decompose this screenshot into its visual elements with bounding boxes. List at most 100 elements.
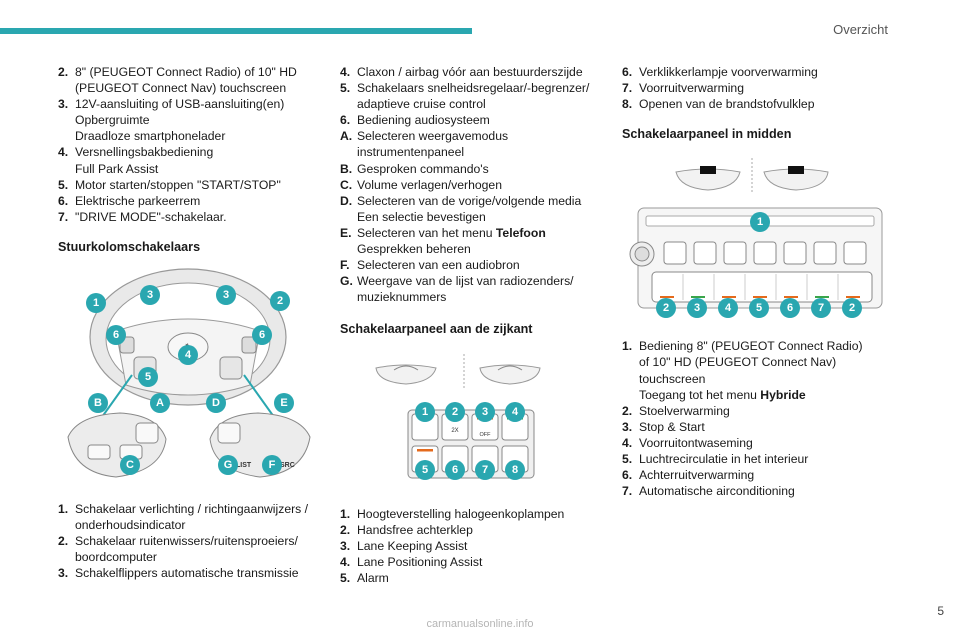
list-item: 2. Handsfree achterklep bbox=[340, 522, 610, 538]
callout-badge: 3 bbox=[140, 285, 160, 306]
item-number: 5. bbox=[340, 570, 351, 585]
callout-badge: 4 bbox=[178, 345, 198, 366]
item-line: Alarm bbox=[357, 570, 389, 585]
item-line: Volume verlagen/verhogen bbox=[357, 177, 502, 192]
off-label: OFF bbox=[480, 432, 492, 438]
item-line: Lane Keeping Assist bbox=[357, 538, 468, 553]
item-number: 2. bbox=[340, 522, 351, 537]
section-heading-steering: Stuurkolomschakelaars bbox=[58, 239, 201, 254]
item-line: Motor starten/stoppen "START/STOP" bbox=[75, 177, 281, 192]
item-number: 5. bbox=[622, 452, 633, 467]
item-line: Stoelverwarming bbox=[639, 403, 730, 418]
item-number: 6. bbox=[340, 113, 351, 128]
column-middle: 4. Claxon / airbag vóór aan bestuurderszi… bbox=[340, 64, 610, 586]
item-line: Verklikkerlampje voorverwarming bbox=[639, 65, 818, 79]
item-number: 3. bbox=[58, 97, 69, 112]
list-item: 1.Schakelaar verlichting / richtingaanwi… bbox=[58, 501, 326, 533]
item-line: (PEUGEOT Connect Nav) touchscreen bbox=[75, 81, 287, 96]
callout-badge: 8 bbox=[505, 459, 525, 480]
item-line: Bediening 8" (PEUGEOT Connect Radio) bbox=[639, 339, 863, 354]
callout-badge: 4 bbox=[505, 401, 525, 422]
item-number: G. bbox=[340, 274, 353, 289]
list-bottom: 1.Bediening 8" (PEUGEOT Connect Radio)of… bbox=[622, 338, 898, 499]
item-number: 3. bbox=[340, 538, 351, 553]
item-line: Luchtrecirculatie in het interieur bbox=[639, 452, 809, 467]
item-line: Openen van de brandstofvulklep bbox=[639, 97, 815, 112]
list-item: 1.Hoogteverstelling halogeenkoplampen bbox=[340, 506, 610, 522]
page-number: 5 bbox=[937, 604, 944, 618]
list-bottom: 1.Schakelaar verlichting / richtingaanwi… bbox=[58, 501, 326, 581]
item-number: 6. bbox=[58, 193, 69, 208]
list-item: D.Selecteren van de vorige/volgende medi… bbox=[340, 193, 610, 225]
item-number: 7. bbox=[622, 484, 633, 499]
item-line: Stop & Start bbox=[639, 419, 705, 434]
item-line: Claxon / airbag vóór aan bestuurderszijd… bbox=[357, 65, 583, 79]
list-item: 2.Stoelverwarming bbox=[622, 403, 898, 419]
callout-badge: 5 bbox=[415, 459, 435, 480]
side-panel-figure: 2X OFF OFF 1 2 3 4 5 6 7 8 bbox=[340, 350, 610, 484]
item-line: Weergave van de lijst van radiozenders/ bbox=[357, 274, 574, 289]
list-item: 5. Alarm bbox=[340, 570, 610, 586]
side-panel-drawing: 2X OFF OFF bbox=[375, 353, 541, 478]
list-item: B.Gesproken commando's bbox=[340, 161, 610, 177]
section-heading-side-panel: Schakelaarpaneel aan de zijkant bbox=[340, 322, 533, 337]
callout-badge: 7 bbox=[475, 459, 495, 480]
column-left: 2. 8" (PEUGEOT Connect Radio) of 10" HD (P… bbox=[58, 64, 326, 582]
callout-badge: 2 bbox=[656, 298, 676, 319]
item-line: Voorruitontwaseming bbox=[639, 435, 753, 450]
item-number: 5. bbox=[58, 177, 69, 192]
callout-badge: 6 bbox=[106, 325, 126, 346]
item-number: 4. bbox=[340, 65, 351, 79]
item-line: Handsfree achterklep bbox=[357, 522, 473, 537]
center-panel-drawing bbox=[629, 158, 883, 309]
list-top: 4. Claxon / airbag vóór aan bestuurderszi… bbox=[340, 64, 610, 305]
item-line: Een selectie bevestigen bbox=[357, 209, 486, 224]
callout-badge: 2 bbox=[842, 298, 862, 319]
callout-badge: C bbox=[120, 455, 140, 476]
item-line: "DRIVE MODE"-schakelaar. bbox=[75, 209, 227, 224]
list-item: 4. Claxon / airbag vóór aan bestuurderszi… bbox=[340, 64, 610, 80]
item-line: Automatische airconditioning bbox=[639, 484, 795, 499]
item-number: 3. bbox=[622, 419, 633, 434]
item-line: of 10" HD (PEUGEOT Connect Nav) bbox=[639, 355, 837, 370]
item-number: 4. bbox=[58, 145, 69, 160]
item-number: E. bbox=[340, 225, 352, 240]
list-item: 3.12V-aansluiting of USB-aansluiting(en)… bbox=[58, 96, 326, 144]
item-text-bold: Telefoon bbox=[495, 225, 546, 240]
item-number: 3. bbox=[58, 566, 69, 581]
list-label: LIST bbox=[236, 462, 252, 469]
watermark: carmanualsonline.info bbox=[426, 618, 534, 630]
callout-badge: F bbox=[262, 455, 282, 476]
item-line: Schakelflippers automatische transmissie bbox=[75, 566, 299, 581]
item-line: Gesprekken beheren bbox=[357, 242, 471, 257]
list-item: 2. 8" (PEUGEOT Connect Radio) of 10" HD (P… bbox=[58, 64, 326, 96]
list-item: C.Volume verlagen/verhogen bbox=[340, 177, 610, 193]
callout-badge: G bbox=[218, 455, 238, 476]
list-item: 6.Bediening audiosysteem bbox=[340, 112, 610, 128]
item-line: Toegang tot het menu Hybride bbox=[639, 387, 898, 403]
item-line: touchscreen bbox=[639, 371, 706, 386]
item-line: Versnellingsbakbediening bbox=[75, 145, 214, 160]
list-item: F.Selecteren van een audiobron bbox=[340, 257, 610, 273]
list-item: G. Weergave van de lijst van radiozenders… bbox=[340, 273, 610, 305]
center-panel-figure: 1 2 3 4 5 6 7 2 bbox=[622, 154, 898, 319]
item-line: Opbergruimte bbox=[75, 113, 150, 128]
list-item: 6.Elektrische parkeerrem bbox=[58, 193, 326, 209]
item-text-bold: Hybride bbox=[760, 387, 806, 402]
section-heading-center-panel: Schakelaarpaneel in midden bbox=[622, 127, 792, 142]
item-line: Selecteren weergavemodus bbox=[357, 129, 509, 144]
callout-badge: 6 bbox=[445, 459, 465, 480]
list-item: 5. Motor starten/stoppen "START/STOP" bbox=[58, 177, 326, 193]
item-number: 2. bbox=[58, 65, 69, 79]
callout-badge: 6 bbox=[252, 325, 272, 346]
list-item: 8.Openen van de brandstofvulklep bbox=[622, 96, 898, 112]
list-item: 7.Voorruitverwarming bbox=[622, 80, 898, 96]
list-item: 6.Verklikkerlampje voorverwarming bbox=[622, 64, 898, 80]
item-line: adaptieve cruise control bbox=[357, 97, 486, 112]
item-line: 8" (PEUGEOT Connect Radio) of 10" HD bbox=[75, 65, 297, 79]
list-top: 2. 8" (PEUGEOT Connect Radio) of 10" HD (P… bbox=[58, 64, 326, 225]
